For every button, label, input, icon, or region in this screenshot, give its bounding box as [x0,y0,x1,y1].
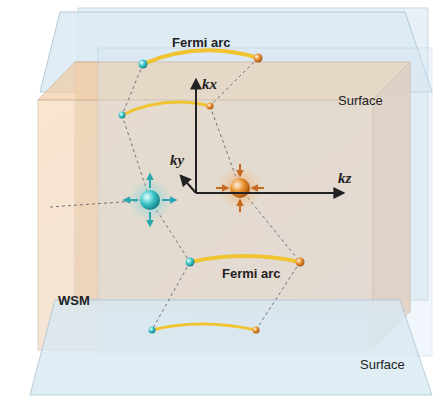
fermi-arc-label: Fermi arc [222,267,281,281]
axis-label: kz [338,170,351,187]
axis-label: kx [202,76,217,93]
material-label: WSM [58,294,90,308]
surface-label: Surface [360,358,405,372]
axis-label: ky [170,152,184,169]
surface-label: Surface [338,94,383,108]
fermi-arc-label: Fermi arc [172,36,231,50]
